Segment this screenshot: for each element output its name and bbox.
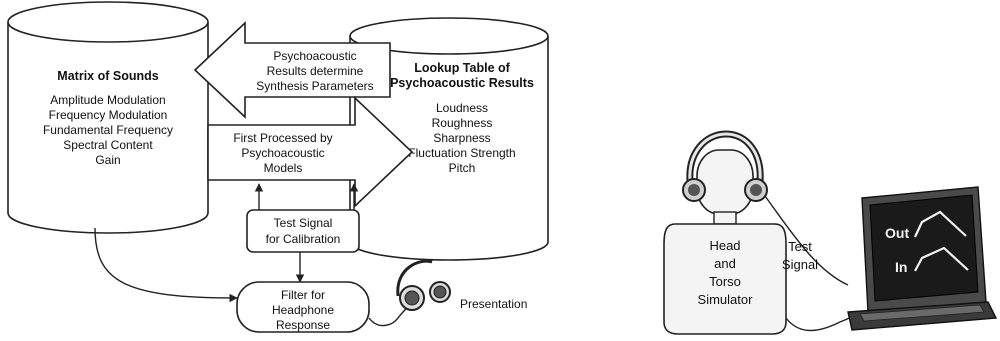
screen-out-label: Out (885, 225, 909, 241)
matrix-item: Gain (95, 153, 120, 167)
arrow-right-line: Models (264, 161, 303, 175)
matrix-of-sounds-cylinder: Matrix of Sounds Amplitude Modulation Fr… (7, 1, 209, 234)
test-signal-box-line: Test Signal (274, 216, 333, 230)
simulator-line: Head (709, 238, 740, 253)
arrow-right-line: Psychoacoustic (241, 146, 324, 160)
arrow-left-line: Results determine (267, 64, 364, 78)
matrix-to-filter-arrow (94, 227, 238, 303)
arrow-left-line: Synthesis Parameters (256, 79, 373, 93)
lookup-item: Fluctuation Strength (408, 146, 515, 160)
arrow-left-line: Psychoacoustic (273, 49, 356, 63)
presentation-label: Presentation (460, 297, 527, 311)
lookup-title-line: Psychoacoustic Results (390, 76, 534, 90)
lookup-table-cylinder: Lookup Table of Psychoacoustic Results L… (349, 17, 549, 261)
simulator-line: Torso (709, 274, 741, 289)
matrix-title: Matrix of Sounds (57, 69, 158, 83)
headphones-icon (396, 259, 451, 311)
synthesis-parameters-arrow: Psychoacoustic Results determine Synthes… (193, 21, 391, 119)
test-signal-label-line: Signal (782, 257, 818, 272)
filter-box-line: Filter for (281, 288, 325, 302)
simulator-line: and (714, 256, 736, 271)
head-torso-simulator: Head and Torso Simulator (663, 130, 787, 335)
lookup-item: Loudness (436, 101, 488, 115)
lookup-item: Sharpness (433, 131, 490, 145)
simulator-line: Simulator (698, 292, 754, 307)
arrow-right-line: First Processed by (233, 131, 332, 145)
lookup-title-line: Lookup Table of (414, 61, 510, 75)
psychoacoustic-models-arrow: First Processed by Psychoacoustic Models (207, 96, 414, 208)
laptop-screen-plot: Out In (885, 210, 969, 275)
test-signal-calibration-box: Test Signal for Calibration (246, 209, 360, 253)
screen-in-label: In (895, 259, 907, 275)
matrix-item: Frequency Modulation (49, 108, 168, 122)
ear-to-laptop-cable (764, 195, 849, 286)
filter-box-line: Response (276, 318, 330, 332)
lookup-item: Roughness (432, 116, 493, 130)
ear-cup-icon (682, 178, 706, 202)
headphone-filter-box: Filter for Headphone Response (236, 281, 370, 333)
test-signal-box-line: for Calibration (266, 232, 341, 246)
matrix-item: Amplitude Modulation (50, 93, 165, 107)
screen-in-curve (914, 246, 969, 272)
matrix-item: Spectral Content (63, 138, 153, 152)
screen-out-curve (914, 210, 967, 238)
filter-box-line: Headphone (272, 303, 334, 317)
test-signal-connectors (254, 183, 359, 283)
ear-cup-icon (744, 178, 768, 202)
matrix-item: Fundamental Frequency (43, 123, 173, 137)
test-signal-label-line: Test (788, 239, 812, 254)
lookup-item: Pitch (449, 161, 476, 175)
